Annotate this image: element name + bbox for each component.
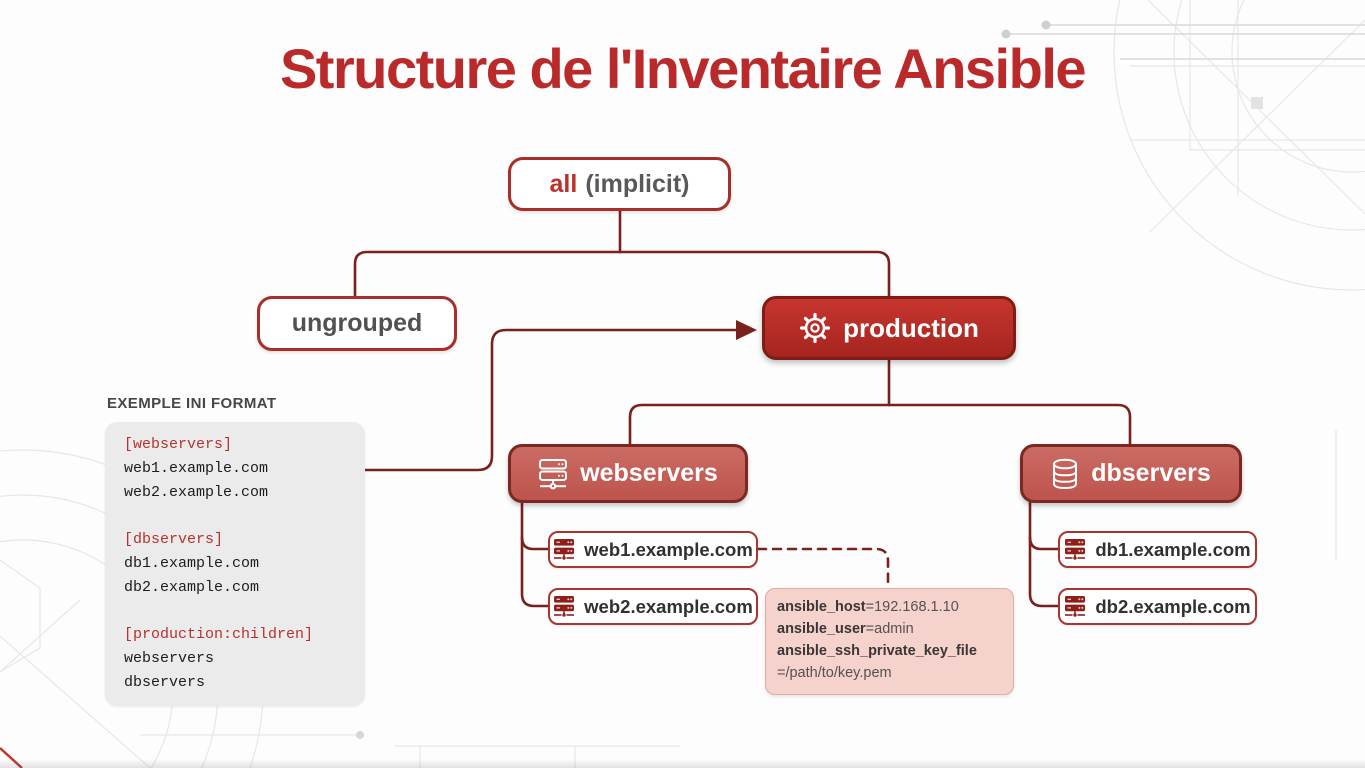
host-variables-box: ansible_host=192.168.1.10 ansible_user=a… bbox=[765, 588, 1014, 695]
ini-code-block: [webservers] web1.example.com web2.examp… bbox=[105, 422, 365, 706]
ini-line: [production:children] bbox=[124, 626, 314, 644]
connector-dbservers-hosts bbox=[1028, 501, 1060, 608]
node-host-web2: web2.example.com bbox=[548, 588, 758, 625]
var-key: ansible_user bbox=[777, 621, 866, 637]
node-ungrouped: ungrouped bbox=[257, 296, 457, 351]
ini-line: web1.example.com bbox=[124, 459, 269, 477]
connector-web1-branch bbox=[520, 535, 550, 551]
server-icon bbox=[553, 595, 575, 618]
host-var-line: =/path/to/key.pem bbox=[777, 662, 1002, 684]
host-var-line: ansible_user=admin bbox=[777, 618, 1002, 640]
node-dbservers: dbservers bbox=[1020, 444, 1242, 503]
var-value: =/path/to/key.pem bbox=[777, 665, 892, 681]
node-webservers: webservers bbox=[508, 444, 748, 503]
connector-all-children bbox=[353, 250, 891, 298]
connector-host-to-vars-dashed bbox=[756, 547, 890, 586]
ini-line: db1.example.com bbox=[124, 554, 260, 572]
host-var-line: ansible_host=192.168.1.10 bbox=[777, 596, 1002, 618]
server-icon bbox=[553, 538, 575, 561]
node-dbservers-label: dbservers bbox=[1091, 459, 1211, 487]
ini-line: web2.example.com bbox=[124, 483, 269, 501]
node-all: all (implicit) bbox=[508, 157, 731, 211]
gear-icon bbox=[799, 312, 831, 344]
node-host-db2: db2.example.com bbox=[1058, 588, 1257, 625]
server-rack-icon bbox=[538, 458, 568, 490]
var-key: ansible_ssh_private_key_file bbox=[777, 643, 977, 659]
var-value: =admin bbox=[865, 621, 914, 637]
node-host-db2-label: db2.example.com bbox=[1095, 595, 1251, 617]
arrowhead-production bbox=[736, 320, 757, 340]
server-icon bbox=[1064, 538, 1086, 561]
node-host-db1-label: db1.example.com bbox=[1095, 538, 1251, 560]
ini-line: webservers bbox=[124, 650, 215, 668]
bottom-edge-shadow bbox=[0, 759, 1365, 768]
database-icon bbox=[1051, 458, 1079, 490]
var-value: =192.168.1.10 bbox=[865, 599, 959, 615]
ini-line bbox=[124, 504, 365, 528]
ini-line: [webservers] bbox=[124, 436, 233, 453]
node-all-sublabel: (implicit) bbox=[585, 169, 690, 198]
connector-db1-branch bbox=[1028, 535, 1060, 551]
ini-example-heading: EXEMPLE INI FORMAT bbox=[107, 395, 277, 412]
node-all-label: all bbox=[549, 169, 578, 198]
page-title: Structure de l'Inventaire Ansible bbox=[279, 37, 1087, 100]
node-host-web2-label: web2.example.com bbox=[584, 595, 753, 617]
host-var-line: ansible_ssh_private_key_file bbox=[777, 640, 1002, 662]
node-production-label: production bbox=[843, 312, 979, 343]
ini-line: [dbservers] bbox=[124, 531, 224, 549]
node-ungrouped-label: ungrouped bbox=[291, 309, 423, 337]
node-host-db1: db1.example.com bbox=[1058, 531, 1257, 568]
node-production: production bbox=[762, 296, 1016, 360]
node-host-web1-label: web1.example.com bbox=[584, 538, 753, 560]
ini-line: dbservers bbox=[124, 673, 206, 691]
ini-line bbox=[124, 600, 365, 624]
connector-production-children bbox=[628, 403, 1132, 446]
ini-line: db2.example.com bbox=[124, 578, 260, 596]
node-webservers-label: webservers bbox=[580, 459, 718, 487]
server-icon bbox=[1064, 595, 1086, 618]
var-key: ansible_host bbox=[777, 599, 866, 615]
connector-webservers-hosts bbox=[520, 501, 550, 608]
node-host-web1: web1.example.com bbox=[548, 531, 758, 568]
